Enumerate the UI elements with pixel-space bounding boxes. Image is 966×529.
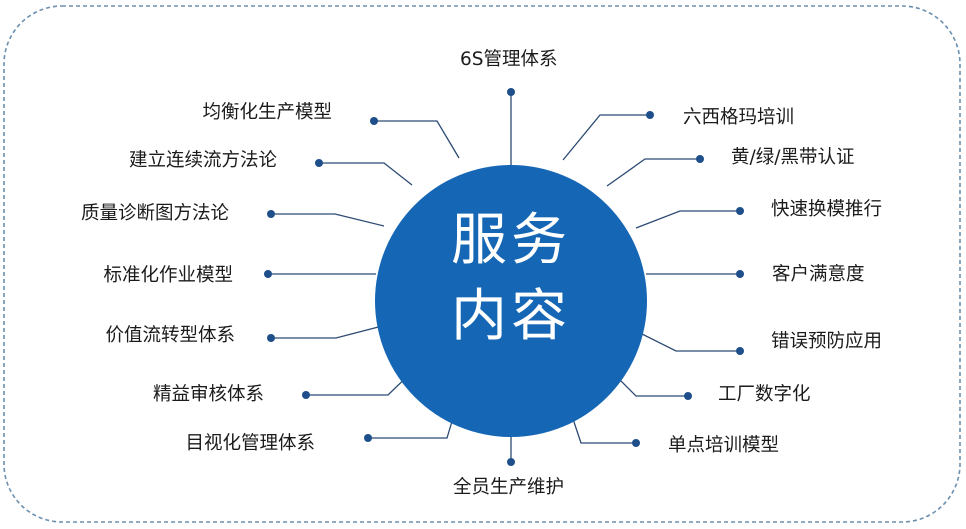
item-factory-digitalization: 工厂数字化 [718, 384, 811, 405]
connector-dot-6 [684, 392, 692, 400]
item-customer-satisfaction: 客户满意度 [772, 264, 865, 285]
item-6s-management: 6S管理体系 [460, 49, 558, 70]
connector-line-2 [606, 158, 700, 187]
connector-dot-9 [364, 434, 372, 442]
connector-line-5 [633, 329, 740, 352]
connector-dot-5 [736, 347, 744, 355]
item-value-stream: 价值流转型体系 [105, 325, 235, 346]
connector-line-1 [562, 114, 650, 161]
connector-line-13 [271, 213, 385, 227]
connector-dot-0 [507, 88, 515, 96]
item-lean-audit: 精益审核体系 [152, 384, 264, 405]
connector-dot-8 [507, 458, 515, 466]
item-quick-changeover: 快速换模推行 [771, 199, 883, 220]
connector-dot-14 [315, 159, 323, 167]
connector-dot-10 [302, 391, 310, 399]
connector-lines [264, 88, 744, 466]
connector-line-11 [271, 324, 387, 339]
item-heijunka: 均衡化生产模型 [202, 102, 332, 123]
connector-dot-13 [267, 210, 275, 218]
connector-dot-12 [264, 270, 272, 278]
item-visual-management: 目视化管理体系 [185, 433, 315, 454]
item-continuous-flow: 建立连续流方法论 [128, 150, 277, 171]
item-quality-diagnosis: 质量诊断图方法论 [80, 203, 229, 224]
connector-dot-2 [696, 155, 704, 163]
center-title-line-1: 服务 [451, 208, 571, 273]
connector-line-14 [319, 162, 413, 186]
connector-dot-11 [267, 334, 275, 342]
dashed-border [3, 5, 961, 523]
connector-dot-15 [370, 117, 378, 125]
connector-dot-3 [736, 207, 744, 215]
connector-dot-7 [632, 439, 640, 447]
center-circle [375, 165, 647, 437]
connector-dot-1 [646, 111, 654, 119]
item-standard-work: 标准化作业模型 [103, 265, 233, 286]
item-single-point-training: 单点培训模型 [668, 435, 780, 456]
connector-dot-4 [736, 270, 744, 278]
item-belt-certification: 黄/绿/黑带认证 [731, 147, 855, 168]
item-six-sigma-training: 六西格玛培训 [683, 107, 795, 128]
connector-line-15 [374, 120, 460, 159]
connector-line-3 [635, 210, 740, 229]
item-total-productive-maintenance: 全员生产维护 [453, 477, 565, 498]
center-title-line-2: 内容 [451, 284, 571, 349]
item-error-proofing: 错误预防应用 [771, 331, 883, 352]
